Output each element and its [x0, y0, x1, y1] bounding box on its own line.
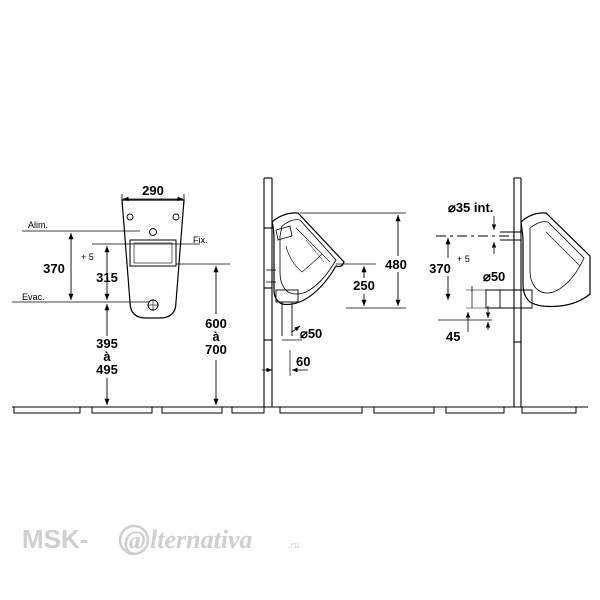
floor-line	[12, 406, 588, 414]
wall-left	[263, 177, 273, 407]
drain-pipe-right	[485, 289, 533, 309]
watermark-at: @	[124, 526, 146, 555]
inlet-icon	[149, 228, 157, 236]
dim-outlet-diameter-left: ⌀50	[300, 326, 322, 341]
dim-outlet-diameter-right: ⌀50	[483, 269, 505, 284]
dim-height-370-right: 370	[429, 261, 451, 276]
dim-rim-height-2: à	[212, 329, 220, 344]
wall-right	[513, 177, 522, 407]
fixing-hole-icon	[126, 213, 134, 221]
dim-total-height-480: 480	[385, 257, 407, 272]
label-supply: Alim.	[28, 220, 48, 230]
side-view-right: ⌀35 int. 370 + 5 ⌀50 45	[426, 177, 591, 407]
dim-height-370: 370	[43, 261, 65, 276]
dim-width-290: 290	[142, 183, 164, 198]
watermark: MSK- @ lternativa .ru	[22, 524, 299, 556]
dim-tolerance-right: + 5	[457, 254, 470, 264]
watermark-prefix: MSK-	[22, 524, 88, 554]
urinal-bowl-opening	[129, 239, 177, 267]
front-view: 290 Alim. Fix. Evac. 370 + 5 315 395 à 4…	[12, 183, 236, 405]
dim-drain-height-3: 495	[96, 362, 118, 377]
dim-drain-height-1: 395	[96, 336, 118, 351]
dim-depth-60: 60	[296, 354, 310, 369]
watermark-suffix: lternativa	[150, 525, 253, 554]
dim-inlet-diameter: ⌀35 int.	[448, 200, 493, 215]
dim-drain-height-2: à	[103, 349, 111, 364]
dim-height-315: 315	[96, 270, 118, 285]
dim-rim-height-1: 600	[205, 316, 227, 331]
urinal-side-outline-right	[520, 212, 591, 308]
drain-pipe-left	[275, 289, 299, 303]
fixing-hole-icon	[172, 213, 180, 221]
dim-offset-45: 45	[446, 329, 460, 344]
dim-rim-height-3: 700	[205, 342, 227, 357]
label-fixing: Fix.	[193, 235, 208, 245]
watermark-domain: .ru	[288, 540, 299, 551]
label-drain: Evac.	[22, 292, 45, 302]
side-view-left: 480 250 ⌀50 60	[262, 177, 412, 407]
dim-tolerance: + 5	[81, 252, 94, 262]
urinal-side-outline-left	[271, 212, 345, 306]
dim-inner-height-250: 250	[353, 278, 375, 293]
inlet-pipe-right	[500, 231, 521, 241]
urinal-front-outline	[121, 199, 185, 319]
at-sign-icon	[118, 524, 150, 556]
